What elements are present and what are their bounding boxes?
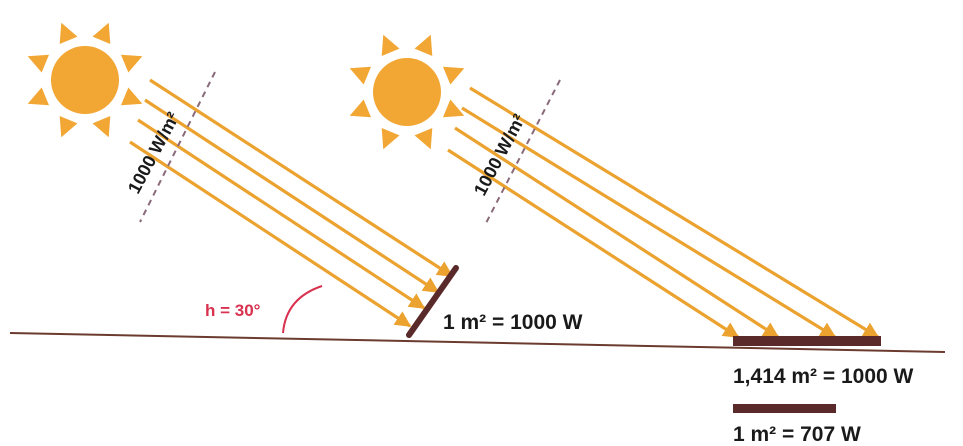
sun-disc (373, 58, 441, 126)
sun-ray-arrow (461, 106, 837, 339)
sun-ray-arrow (129, 140, 412, 328)
sun-angle-arc (282, 285, 323, 334)
sun-ray-arrow (447, 148, 740, 339)
sun-ray-arrow (137, 118, 426, 310)
sun-ray-triangle (381, 34, 400, 57)
sun-ray-triangle (27, 87, 50, 106)
ground-line (9, 332, 946, 353)
ground-area-bar (733, 336, 881, 346)
sun-icon (27, 22, 143, 138)
unit-area-bar (733, 404, 836, 413)
sun-ray-triangle (120, 54, 143, 73)
tilted-solar-panel (406, 265, 459, 338)
sun-ray-triangle (414, 34, 433, 57)
sun-icon (349, 34, 465, 150)
sun-angle-label: h = 30° (205, 301, 261, 320)
sun-ray-triangle (92, 22, 111, 45)
unit-area-label: 1 m² = 707 W (733, 423, 861, 446)
sun-ray-triangle (349, 99, 372, 118)
sun-ray-arrow (454, 126, 780, 339)
sun-ray-arrow (469, 86, 880, 339)
right-irradiance-label: 1000 W/m² (470, 111, 529, 199)
left-wavefront-line (139, 71, 216, 223)
right-sun-rays (447, 86, 880, 339)
sun-ray-triangle (27, 54, 50, 73)
left-sun-rays (129, 78, 454, 328)
sun-ray-triangle (59, 115, 78, 138)
sun-disc (51, 46, 119, 114)
sun-ray-arrow (144, 98, 440, 294)
sun-ray-triangle (59, 22, 78, 45)
sun-ray-triangle (442, 99, 465, 118)
sun-ray-triangle (442, 66, 465, 85)
right-wavefront-line (484, 79, 561, 226)
ground-area-label: 1,414 m² = 1000 W (733, 365, 914, 388)
sun-ray-arrow (149, 78, 454, 278)
sun-ray-triangle (349, 66, 372, 85)
tilted-panel-label: 1 m² = 1000 W (443, 311, 583, 334)
sun-ray-triangle (381, 127, 400, 150)
sun-ray-triangle (92, 115, 111, 138)
sun-ray-triangle (120, 87, 143, 106)
sun-ray-triangle (414, 127, 433, 150)
